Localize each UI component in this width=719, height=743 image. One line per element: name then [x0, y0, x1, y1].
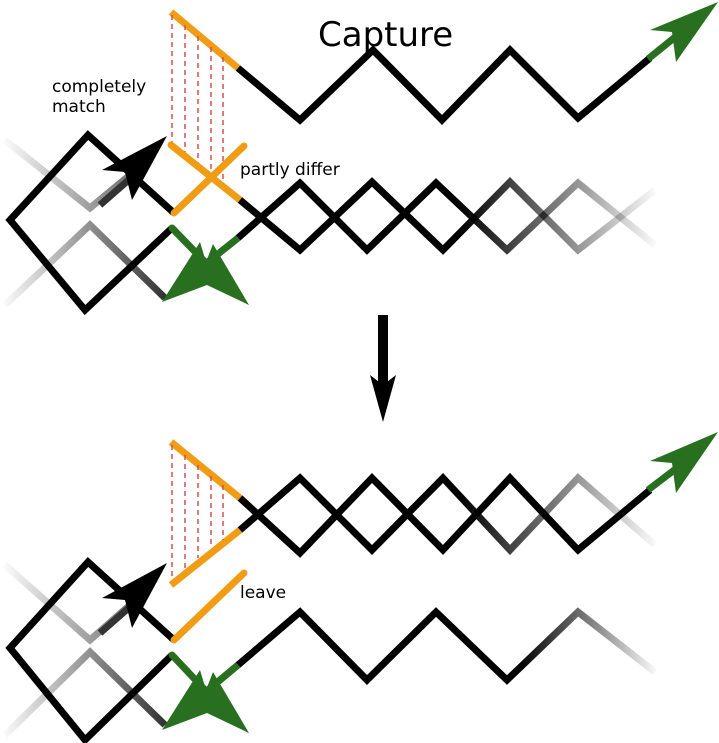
- bottom-panel: leave: [2, 432, 718, 743]
- capture-path: [235, 45, 653, 126]
- black-arrowhead-icon: [102, 563, 167, 628]
- green-merge-arrowhead-icon: [162, 670, 249, 733]
- green-merge-arrowhead-icon: [162, 242, 249, 305]
- label-partly-differ: partly differ: [240, 160, 340, 180]
- green-arrowhead-icon: [650, 2, 718, 62]
- loop-path: [5, 130, 177, 316]
- orange-leave-segment: [170, 569, 248, 644]
- green-arrowhead-icon: [650, 432, 718, 493]
- zigzag-path-b: [235, 178, 658, 255]
- faded-strand: [2, 647, 168, 738]
- zigzag-path-a: [237, 177, 658, 255]
- top-panel: Capture completely match partly differ: [2, 2, 718, 316]
- orange-cross-segment: [170, 142, 248, 217]
- orange-cross-segment: [167, 141, 244, 204]
- loop-path: [5, 557, 177, 743]
- label-match: match: [52, 97, 106, 117]
- orange-match-segment: [168, 527, 243, 588]
- label-completely: completely: [52, 77, 146, 97]
- down-arrow-icon: [370, 315, 396, 422]
- capture-path-b: [237, 472, 658, 556]
- capture-path-a: [237, 472, 653, 558]
- dashed-guides: [171, 15, 224, 185]
- label-leave: leave: [240, 583, 286, 603]
- faded-strand: [2, 220, 168, 308]
- dashed-guides: [171, 445, 224, 580]
- orange-match-segment: [168, 9, 241, 71]
- leave-path: [235, 607, 658, 685]
- title: Capture: [318, 15, 453, 55]
- black-arrowhead-icon: [102, 136, 167, 200]
- orange-match-segment: [168, 439, 243, 501]
